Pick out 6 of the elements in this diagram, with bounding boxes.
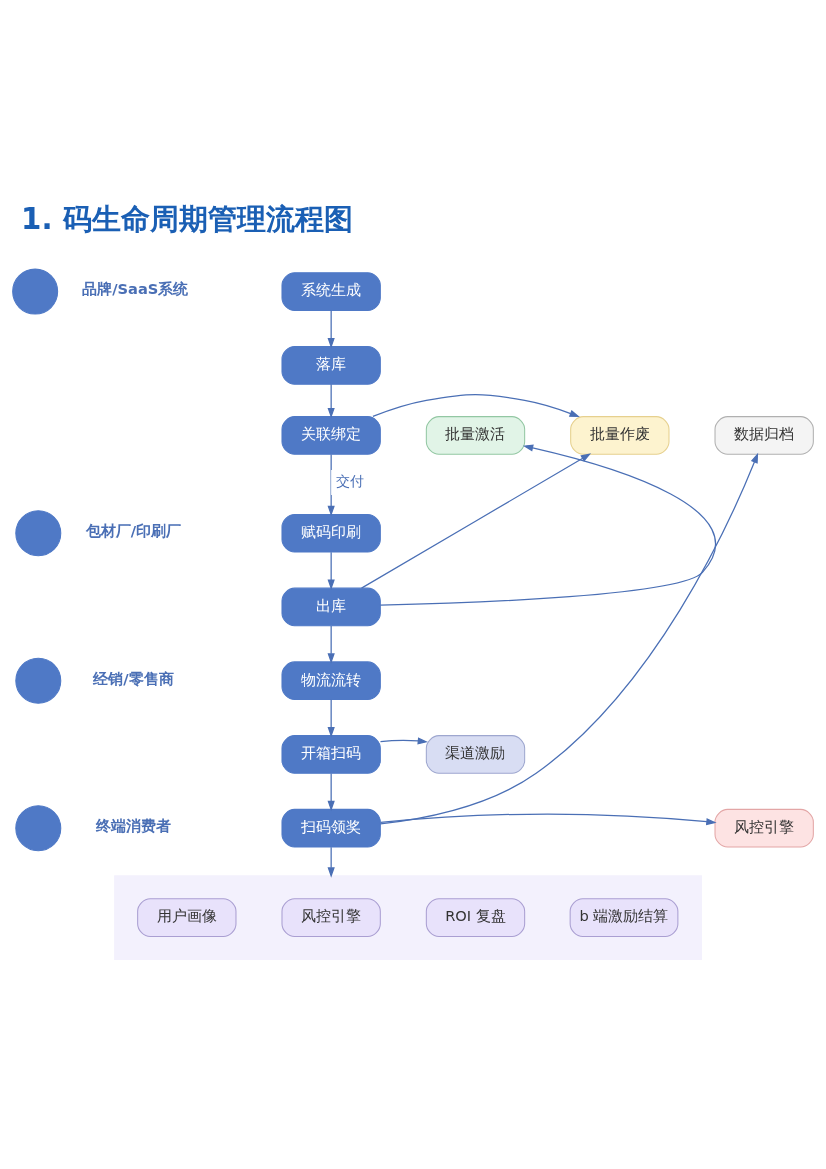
node-label: 终端消费者: [95, 816, 171, 834]
edge-label: 交付: [336, 472, 365, 489]
node-label: 包材厂/印刷厂: [85, 521, 182, 539]
node-label: 经销/零售商: [93, 669, 174, 687]
diagram-title: 1. 码生命周期管理流程图: [21, 201, 353, 236]
node-label: 品牌/SaaS系统: [82, 279, 189, 297]
